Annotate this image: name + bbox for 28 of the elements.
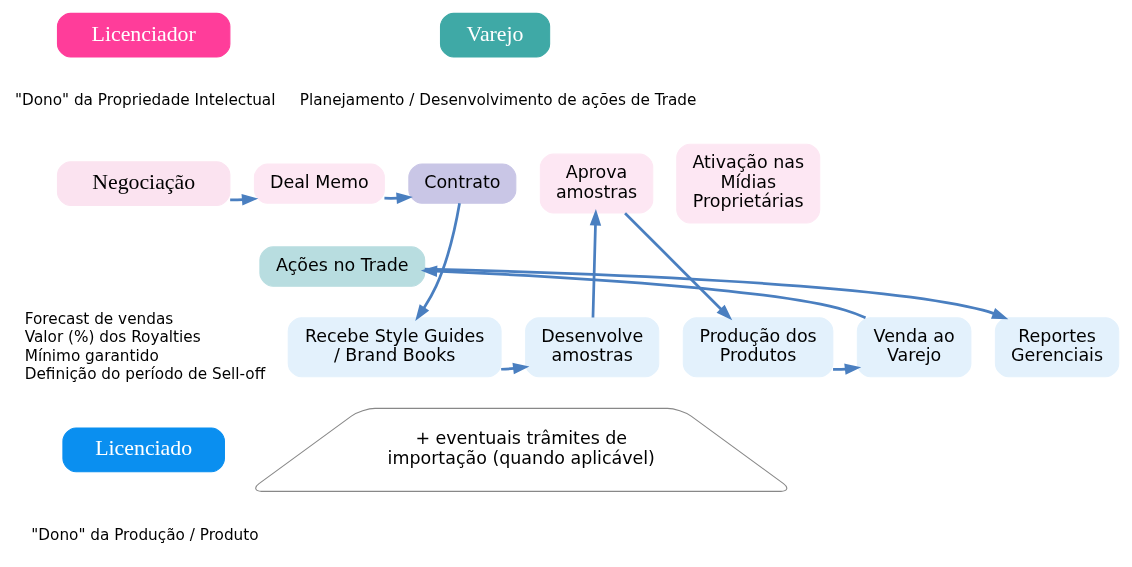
- node-box: Recebe Style Guides / Brand Books: [287, 316, 502, 377]
- node-label: Forecast de vendas: [24, 309, 174, 327]
- arrow: [589, 208, 602, 317]
- node-label: Definição do período de Sell-off: [24, 364, 266, 383]
- node-label: "Dono" da Produção / Produto: [31, 525, 259, 544]
- arrow: [384, 192, 413, 204]
- node-box: Licenciado: [62, 427, 225, 472]
- node-box: Venda ao Varejo: [856, 316, 972, 377]
- node-box: Reportes Gerenciais: [994, 316, 1120, 377]
- node-box: Desenvolve amostras: [525, 316, 660, 377]
- node-box: Negociação: [56, 160, 231, 206]
- node-box: Contrato: [408, 162, 517, 204]
- node-box: Deal Memo: [253, 162, 385, 204]
- node-label: Planejamento / Desenvolvimento de ações de Trade: [299, 90, 697, 109]
- arrow: [420, 264, 867, 319]
- arrow: [833, 362, 862, 375]
- arrow: [624, 211, 733, 320]
- node-box: Varejo: [439, 12, 551, 58]
- node-label: "Dono" da Propriedade Intelectual: [14, 90, 276, 109]
- node-label: Mínimo garantido: [24, 346, 159, 365]
- node-box: Produção dos Produtos: [682, 316, 834, 377]
- node-box: Ativação nas Mídias Proprietárias: [676, 143, 821, 223]
- node-box: Ações no Trade: [259, 245, 426, 287]
- node-box: Aprova amostras: [539, 153, 654, 214]
- arrow: [424, 267, 1009, 319]
- arrow: [415, 202, 461, 321]
- node-box: Licenciador: [56, 12, 231, 58]
- node-label: Valor (%) dos Royalties: [24, 327, 201, 346]
